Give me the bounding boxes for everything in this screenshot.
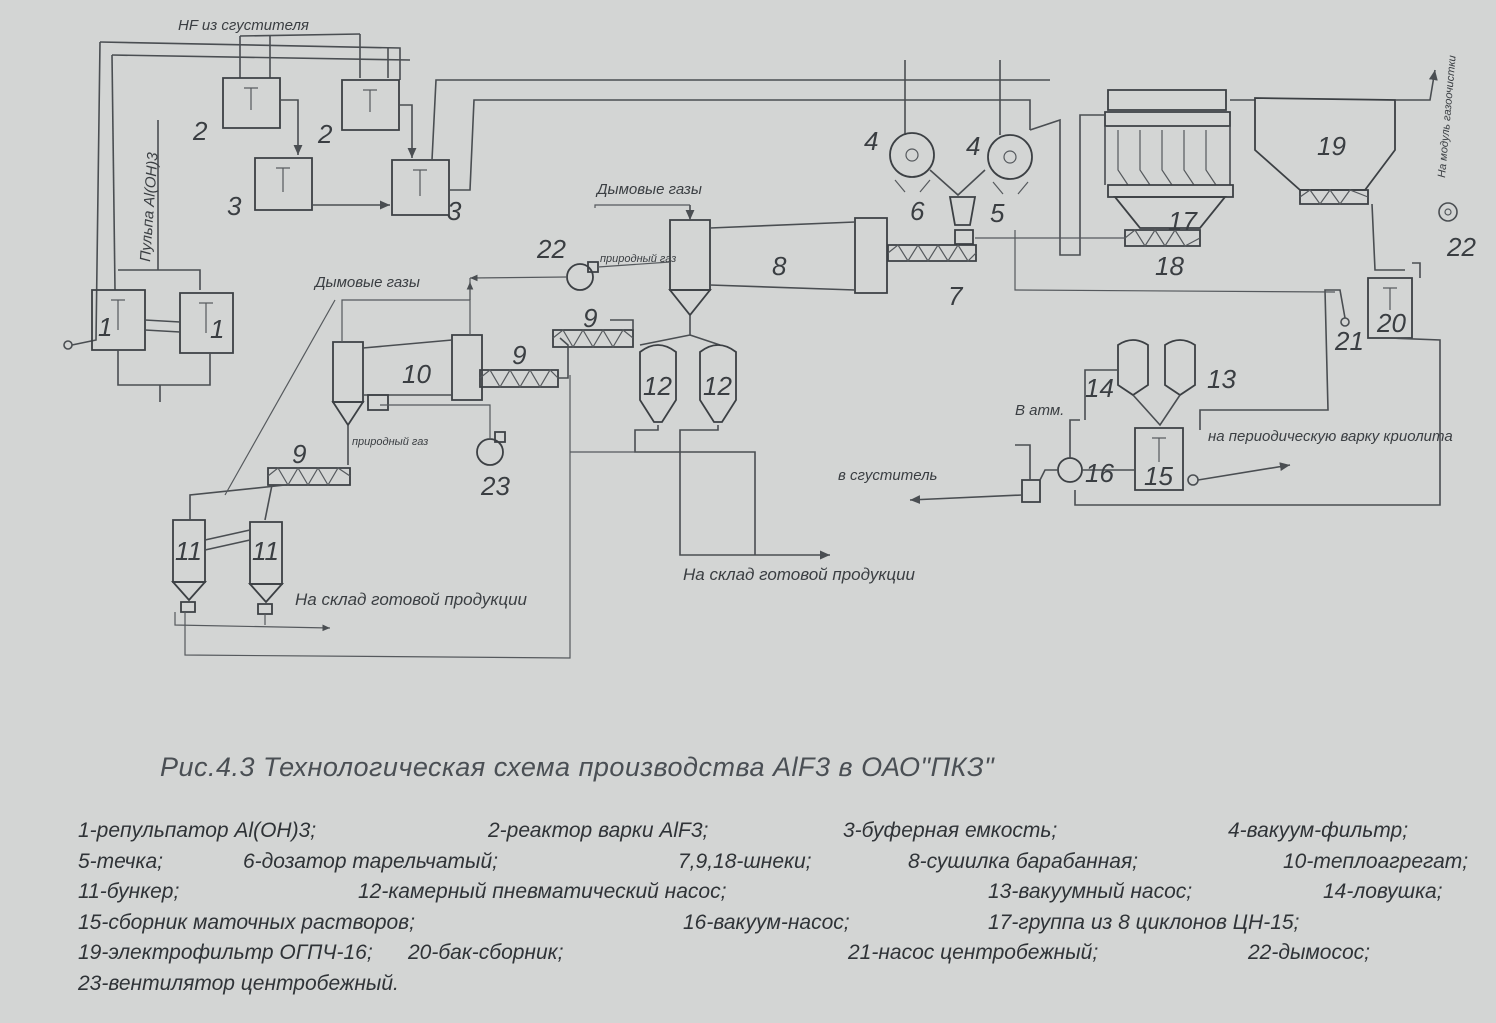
pneumatic-pump-12b — [700, 345, 736, 422]
legend-item: 22-дымосос; — [1248, 941, 1371, 964]
num-2b: 2 — [317, 119, 333, 149]
label-to-storage-2: На склад готовой продукции — [683, 565, 916, 584]
num-13: 13 — [1207, 364, 1236, 394]
buffer-tank-3b — [392, 160, 449, 215]
legend-item: 12-камерный пневматический насос; — [358, 880, 727, 903]
num-3b: 3 — [447, 196, 462, 226]
num-4a: 4 — [864, 126, 878, 156]
legend-row: 23-вентилятор центробежный. — [78, 969, 1488, 1000]
label-natural-gas-2: природный газ — [352, 436, 428, 448]
num-12b: 12 — [703, 371, 732, 401]
cyclone-group-17 — [1105, 90, 1233, 228]
heat-aggregate-10 — [333, 335, 482, 425]
figure-caption: Рис.4.3 Технологическая схема производст… — [160, 752, 995, 782]
legend-item: 8-сушилка барабанная; — [908, 849, 1139, 873]
legend-item: 6-дозатор тарельчатый; — [243, 849, 499, 873]
legend-item: 13-вакуумный насос; — [988, 880, 1193, 903]
smoke-exhauster-22 — [567, 262, 598, 290]
legend-row: 15-сборник маточных растворов; 16-вакуум… — [78, 908, 1488, 939]
pneumatic-pump-12a — [640, 345, 676, 422]
legend-row: 11-бункер; 12-камерный пневматический на… — [78, 877, 1488, 908]
num-1a: 1 — [98, 312, 112, 342]
num-11b: 11 — [252, 536, 279, 566]
mother-liquor-collector-15 — [1135, 428, 1183, 490]
legend-item: 15-сборник маточных растворов; — [78, 910, 415, 934]
reactor-2b — [342, 80, 399, 130]
vacuum-filter-4a — [890, 133, 934, 192]
num-9a: 9 — [583, 303, 597, 333]
legend-item: 7,9,18-шнеки; — [678, 849, 812, 873]
legend-item: 17-группа из 8 циклонов ЦН-15; — [988, 910, 1300, 934]
legend-item: 2-реактор варки AlF3; — [488, 819, 709, 842]
num-22a: 22 — [536, 234, 566, 264]
legend-item: 21-насос центробежный; — [848, 941, 1099, 964]
num-6: 6 — [910, 196, 925, 226]
num-10: 10 — [402, 359, 431, 389]
screw-conveyor-7 — [888, 245, 976, 261]
screw-conveyor-9-middle — [480, 370, 558, 387]
legend-item: 16-вакуум-насос; — [683, 910, 850, 934]
trap-14 — [1118, 340, 1148, 395]
label-to-atmosphere: В атм. — [1015, 402, 1064, 419]
legend-item: 20-бак-сборник; — [408, 941, 564, 964]
num-4b: 4 — [966, 131, 980, 161]
num-9b: 9 — [512, 340, 526, 370]
num-14: 14 — [1085, 373, 1114, 403]
num-18: 18 — [1155, 251, 1184, 281]
label-flue-gas-2: Дымовые газы — [313, 274, 420, 291]
num-3a: 3 — [227, 191, 242, 221]
reactor-2a — [223, 78, 280, 128]
legend-row: 19-электрофильтр ОГПЧ-16; 20-бак-сборник… — [78, 938, 1488, 969]
num-22b: 22 — [1446, 232, 1476, 262]
centrifugal-fan-23 — [477, 432, 505, 465]
num-8: 8 — [772, 251, 787, 281]
num-23: 23 — [480, 471, 510, 501]
num-17: 17 — [1168, 206, 1198, 236]
vacuum-pump-16 — [1022, 458, 1082, 502]
legend-item: 23-вентилятор центробежный. — [78, 971, 399, 995]
chute-doser-5-6 — [950, 197, 975, 244]
legend-row: 1-репульпатор Al(OH)3; 2-реактор варки A… — [78, 816, 1488, 847]
num-16: 16 — [1085, 458, 1114, 488]
bunker-11a — [173, 520, 205, 612]
num-1b: 1 — [210, 314, 224, 344]
screw-conveyor-9-lower — [268, 468, 350, 485]
vacuum-filter-4b — [988, 135, 1032, 194]
label-to-gas-cleaning: На модуль газоочистки — [1436, 55, 1459, 178]
num-12a: 12 — [643, 371, 672, 401]
num-21: 21 — [1334, 326, 1364, 356]
legend: 1-репульпатор Al(OH)3; 2-реактор варки A… — [78, 816, 1488, 999]
legend-item: 19-электрофильтр ОГПЧ-16; — [78, 941, 373, 964]
label-to-cryolite: на периодическую варку криолита — [1208, 428, 1453, 445]
vacuum-pump-13 — [1165, 340, 1195, 395]
num-2a: 2 — [192, 116, 208, 146]
legend-item: 4-вакуум-фильтр; — [1228, 819, 1409, 842]
process-flow-diagram: HF из сгустителя Пульпа Al(OH)3 Дымовые … — [0, 17, 1476, 740]
repulpator-1b — [180, 293, 233, 353]
legend-item: 10-теплоагрегат; — [1283, 849, 1469, 873]
screw-conveyor-9-upper — [553, 330, 633, 347]
legend-item: 11-бункер; — [78, 880, 180, 903]
legend-row: 5-течка; 6-дозатор тарельчатый; 7,9,18-ш… — [78, 847, 1488, 878]
num-20: 20 — [1376, 308, 1406, 338]
label-to-storage-1: На склад готовой продукции — [295, 590, 528, 609]
legend-item: 5-течка; — [78, 849, 163, 873]
label-natural-gas-1: природный газ — [600, 253, 676, 265]
label-hf: HF из сгустителя — [178, 17, 309, 34]
legend-item: 14-ловушка; — [1323, 880, 1443, 903]
num-7: 7 — [948, 281, 964, 311]
num-15: 15 — [1144, 461, 1173, 491]
num-19: 19 — [1317, 131, 1346, 161]
num-9c: 9 — [292, 439, 306, 469]
num-11a: 11 — [175, 536, 202, 566]
label-flue-gas-1: Дымовые газы — [595, 181, 702, 198]
num-5: 5 — [990, 198, 1005, 228]
legend-item: 3-буферная емкость; — [843, 819, 1058, 842]
legend-item: 1-репульпатор Al(OH)3; — [78, 819, 317, 842]
drum-dryer-8 — [670, 205, 887, 315]
buffer-tank-3a — [255, 158, 312, 210]
label-to-thickener: в сгуститель — [838, 467, 938, 484]
hf-supply-line — [72, 34, 410, 345]
